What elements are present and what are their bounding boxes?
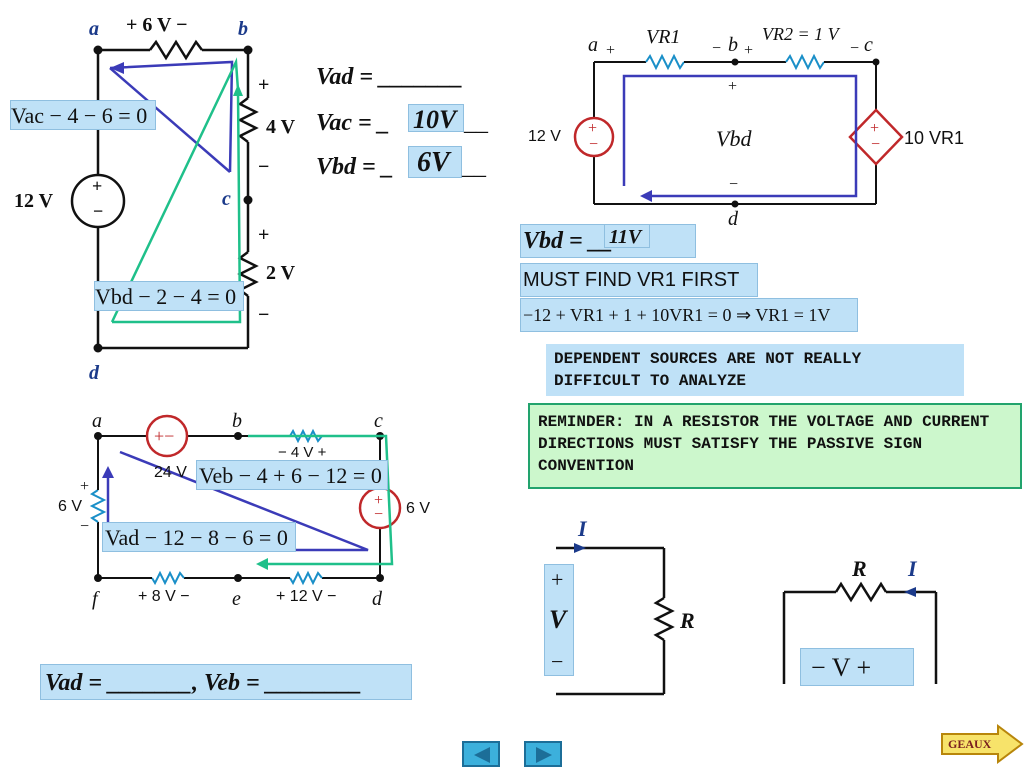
kvl-equation-bd: Vbd − 2 − 4 = 0 [94,281,244,311]
bl-res6-label: 6 V [58,498,83,515]
tr-dep-source-label: 10 VR1 [904,128,965,148]
psc-right-diagram [782,581,938,684]
tr-source-plus: + [588,120,598,137]
tr-vbd-plus: + [728,78,738,95]
kvl-path-eb [248,434,394,566]
psc-left-plus: + [551,567,564,592]
resistor-bc-voltage: 4 V [266,116,296,138]
tr-vbd-answer: 11V [604,224,650,248]
source-12v-label: 12 V [14,190,54,212]
resistor-bc-minus: − [258,156,270,178]
resistor-ab-voltage: + 6 V − [126,14,188,36]
kvl-path-ac [109,60,234,173]
psc-right-resistor: R [852,556,867,581]
psc-left-resistor: R [680,608,695,633]
bl-res-ed-label: + 12 V − [276,588,337,605]
bl-res6-plus: + [80,478,90,495]
tr-vr2: VR2 = 1 V [762,24,839,44]
tr-node-c: c [864,34,873,56]
bl-res6-minus: − [80,518,90,535]
source-minus: − [93,201,104,221]
bl-res-fe-label: + 8 V − [138,588,190,605]
answer-vac: 10V [408,104,464,133]
note-dependent-sources: DEPENDENT SOURCES ARE NOT REALLY DIFFICU… [546,344,964,396]
triangle-left-icon [474,747,490,763]
node-b-label: b [238,18,248,40]
node-c-label: c [222,188,231,210]
question-vad: Vad = _______ [316,64,464,90]
question-vac-suffix: __ [464,110,488,136]
bl-node-e: e [232,588,241,610]
bl-node-b: b [232,410,242,432]
geaux-label: GEAUX [948,737,992,751]
node-d-label: d [89,362,99,384]
bl-node-c: c [374,410,383,432]
tr-node-d: d [728,208,738,230]
tr-dep-minus: − [871,136,881,153]
bl-src24-label: 24 V [154,464,187,481]
psc-left-voltage: V [549,605,567,634]
resistor-cd-minus: − [258,304,270,326]
tr-dep-plus: + [870,120,880,137]
bl-node-d: d [372,588,382,610]
bl-src24-polarity: +− [154,426,175,446]
bl-node-f: f [92,588,98,610]
tr-b-plus: + [744,42,754,59]
kvl-equation-ad: Vad − 12 − 8 − 6 = 0 [102,522,296,552]
note-reminder: REMINDER: IN A RESISTOR THE VOLTAGE AND … [528,403,1022,489]
kvl-equation-ac: Vac − 4 − 6 = 0 [10,100,156,130]
resistor-cd-voltage: 2 V [266,262,296,284]
answer-vbd: 6V [408,146,462,178]
source-plus: + [92,176,103,196]
tr-equation: −12 + VR1 + 1 + 10VR1 = 0 ⇒ VR1 = 1V [520,298,858,332]
arrow-right-icon [941,724,1024,764]
next-button[interactable] [524,741,562,767]
question-vbd: Vbd = _ [316,154,394,180]
resistor-bc-plus: + [258,74,270,96]
psc-right-voltage-box: − V + [800,648,914,686]
question-vbd-suffix: __ [462,154,486,180]
tr-vbd-center: Vbd [716,126,752,151]
tr-a-plus: + [606,42,616,59]
psc-right-current: I [908,556,917,581]
triangle-right-icon [536,747,552,763]
tr-source-minus: − [589,136,599,153]
psc-left-voltage-box: + V − [544,564,574,676]
tr-vbd-minus: − [729,176,739,193]
kvl-equation-eb: Veb − 4 + 6 − 12 = 0 [196,460,388,490]
tr-vr1: VR1 [646,26,681,48]
psc-left-current: I [578,516,587,541]
tr-must-find: MUST FIND VR1 FIRST [520,263,758,297]
resistor-cd-plus: + [258,224,270,246]
bl-res-bc-label: − 4 V + [278,444,327,461]
node-a-label: a [89,18,99,40]
bl-src6-label: 6 V [406,500,431,517]
bl-src6-polarity: +− [374,492,384,523]
geaux-button[interactable]: GEAUX [940,724,1024,769]
kvl-path-vbd [622,74,858,198]
tr-source-label: 12 V [528,128,561,145]
bl-node-a: a [92,410,102,432]
tr-b-minus: − [712,40,722,57]
tr-c-minus: − [850,40,860,57]
psc-left-minus: − [551,649,564,674]
tr-node-b: b [728,34,738,56]
circuit-bottom-left [89,428,381,586]
question-vac: Vac = _ [316,110,390,136]
tr-node-a: a [588,34,598,56]
bl-question: Vad = _______, Veb = ________ [40,664,412,700]
prev-button[interactable] [462,741,500,767]
